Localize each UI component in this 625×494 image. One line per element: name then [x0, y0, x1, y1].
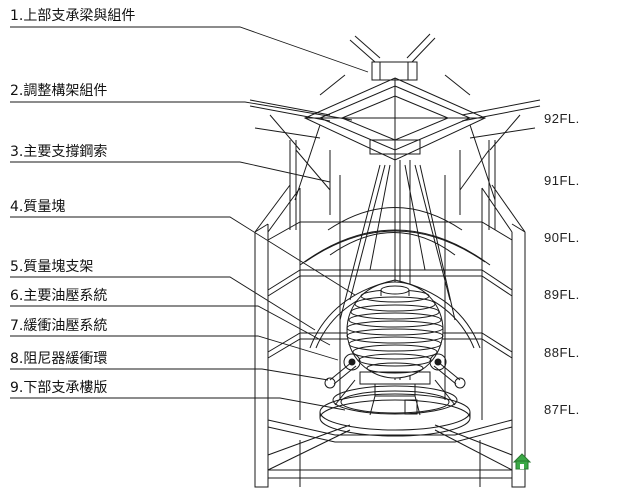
hydraulic-dampers — [324, 353, 466, 416]
label-main-cable: 3.主要支撐鋼索 — [10, 144, 108, 160]
floor-label-87: 87FL. — [544, 402, 580, 417]
label-lower-support-slab: 9.下部支承樓版 — [10, 380, 108, 396]
floor-label-89: 89FL. — [544, 287, 580, 302]
label-main-hydraulic: 6.主要油壓系統 — [10, 288, 108, 304]
upper-beams — [249, 33, 541, 230]
shaft-walls — [254, 175, 526, 488]
label-buffer-hydraulic: 7.緩衝油壓系統 — [10, 318, 108, 334]
green-house-icon — [512, 453, 532, 470]
floor-label-92: 92FL. — [544, 111, 580, 126]
bumper-ring — [319, 385, 471, 437]
leader-lines — [10, 26, 369, 411]
floor-slabs — [267, 221, 513, 487]
floor-label-91: 91FL. — [544, 173, 580, 188]
mass-block — [346, 281, 444, 379]
floor-label-90: 90FL. — [544, 230, 580, 245]
label-adjustment-frame: 2.調整構架組件 — [10, 83, 108, 99]
label-upper-support-beam: 1.上部支承梁與組件 — [10, 8, 136, 24]
label-damper-bumper-ring: 8.阻尼器緩衝環 — [10, 351, 108, 367]
main-cables — [339, 160, 456, 380]
label-mass-block: 4.質量塊 — [10, 199, 66, 215]
label-mass-block-bracket: 5.質量塊支架 — [10, 259, 94, 275]
floor-label-88: 88FL. — [544, 345, 580, 360]
